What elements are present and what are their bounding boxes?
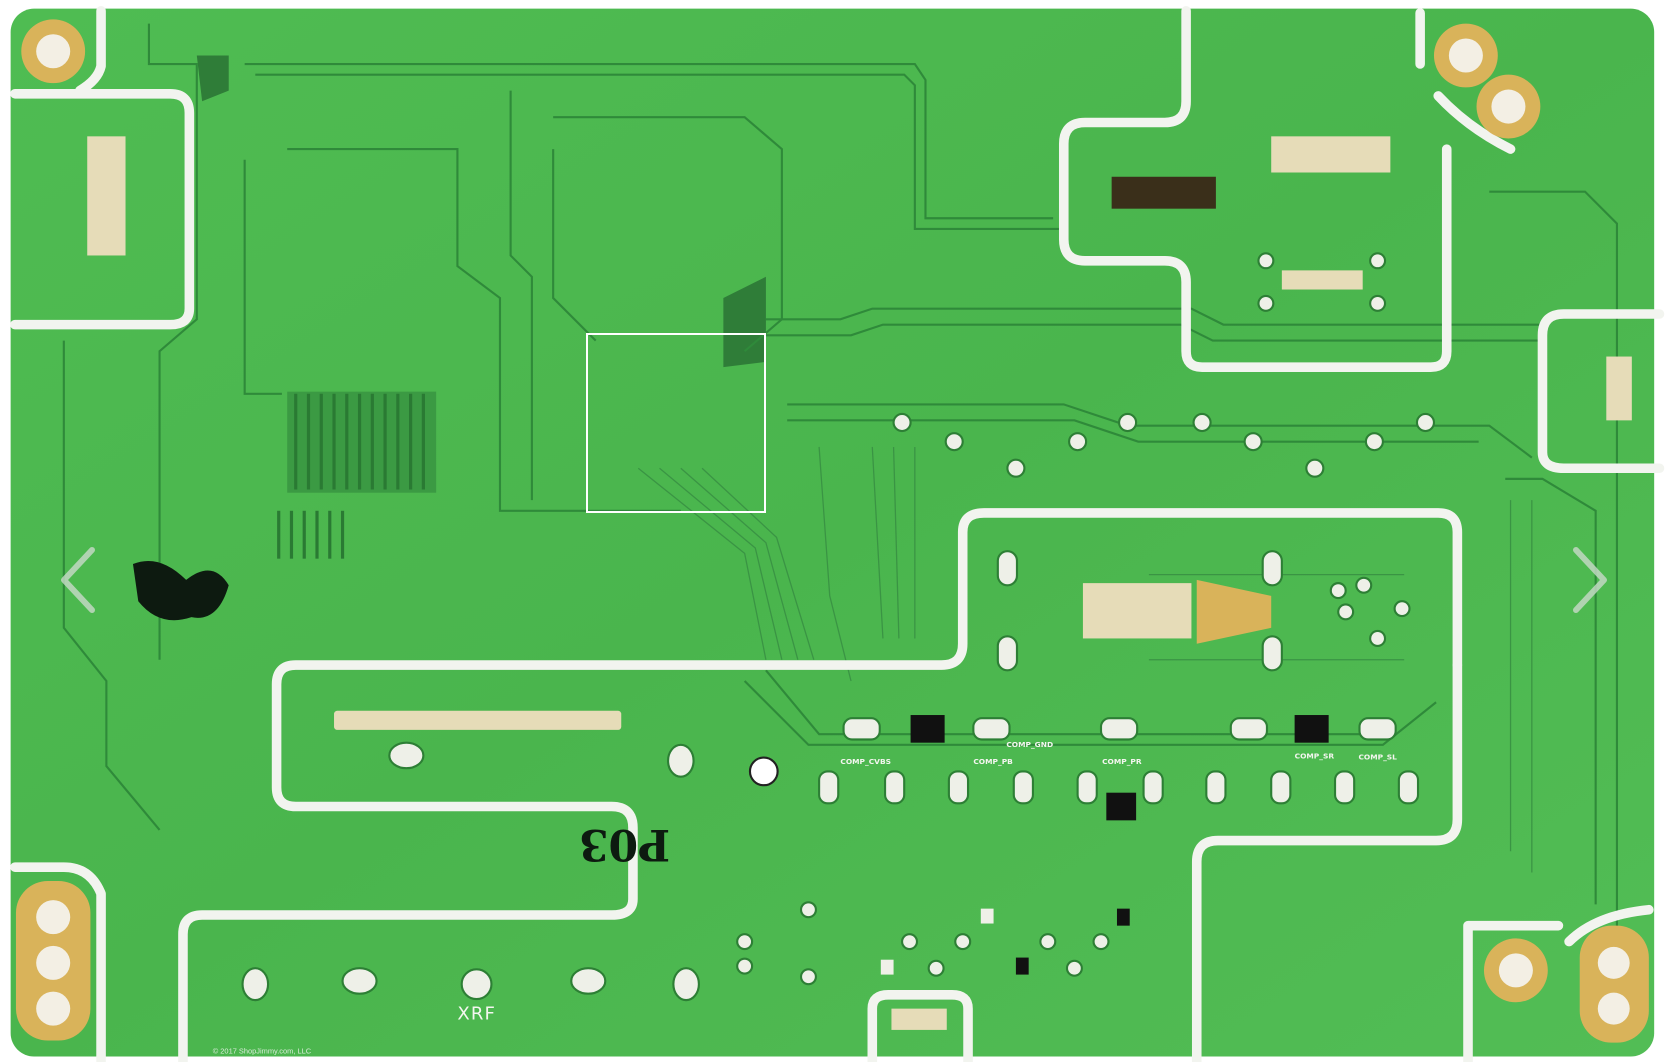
label-comp-sl: COMP_SL (1358, 753, 1397, 762)
label-comp-pr: COMP_PR (1102, 757, 1142, 766)
chevron-left-icon (61, 547, 95, 613)
next-image-button[interactable] (1558, 530, 1618, 630)
marker-text: P03 (579, 819, 670, 869)
label-comp-gnd: COMP_GND (1006, 740, 1053, 749)
marker-scribble (132, 560, 229, 621)
connectors (87, 136, 1632, 1030)
mounting-holes (15, 19, 1649, 1043)
pads (241, 252, 1436, 1002)
label-comp-pb: COMP_PB (973, 757, 1013, 766)
zoom-lens[interactable] (586, 333, 766, 513)
copyright-text: © 2017 ShopJimmy.com, LLC (213, 1046, 312, 1055)
label-comp-cvbs: COMP_CVBS (840, 757, 891, 766)
label-xrf: XRF (457, 1003, 496, 1024)
chevron-right-icon (1573, 547, 1607, 613)
label-comp-sr: COMP_SR (1295, 752, 1335, 761)
pcb-board (10, 8, 1655, 1057)
previous-image-button[interactable] (50, 530, 110, 630)
